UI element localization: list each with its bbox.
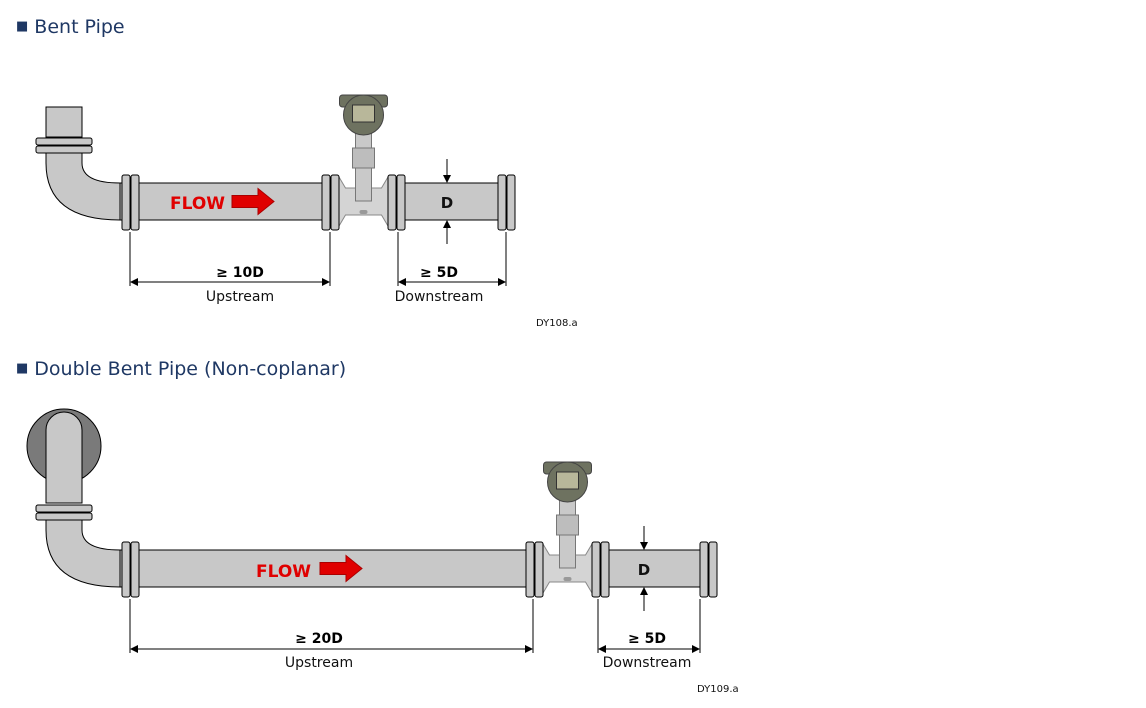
flange <box>699 541 718 598</box>
flange <box>591 541 610 598</box>
transmitter <box>543 461 592 581</box>
vertical-pipe <box>45 411 83 504</box>
double-bent-pipe-diagram <box>26 408 718 653</box>
lcd-display <box>352 104 375 123</box>
transmitter <box>339 94 388 214</box>
upstream-distance: ≥ 20D <box>295 631 343 647</box>
flow-arrow-icon <box>319 554 363 583</box>
upstream-dimension <box>129 599 534 653</box>
elbow <box>45 519 121 588</box>
upstream-distance: ≥ 10D <box>216 265 264 281</box>
flange <box>121 174 140 231</box>
upstream-label: Upstream <box>285 655 353 671</box>
flange <box>321 174 340 231</box>
flow-label: FLOW <box>256 562 311 582</box>
lcd-display <box>556 471 579 490</box>
flange <box>525 541 544 598</box>
downstream-dimension <box>597 599 701 653</box>
bullet-icon: ■ <box>16 19 29 34</box>
diameter-label: D <box>441 194 453 212</box>
downstream-pipe <box>608 549 701 588</box>
flange <box>387 174 406 231</box>
downstream-label: Downstream <box>395 289 484 305</box>
bent-pipe-diagram <box>35 94 516 286</box>
figure-code: DY109.a <box>697 684 739 695</box>
figure-code: DY108.a <box>536 318 578 329</box>
flange <box>497 174 516 231</box>
downstream-distance: ≥ 5D <box>628 631 666 647</box>
elbow-flange <box>35 504 93 521</box>
downstream-dimension <box>397 232 507 286</box>
section-title-double-bent-pipe: ■ Double Bent Pipe (Non-coplanar) <box>16 358 346 380</box>
flange <box>121 541 140 598</box>
elbow <box>45 152 121 221</box>
downstream-label: Downstream <box>603 655 692 671</box>
vertical-pipe <box>45 106 83 138</box>
downstream-pipe <box>404 182 499 221</box>
bullet-icon: ■ <box>16 361 29 376</box>
elbow-flange <box>35 137 93 154</box>
downstream-distance: ≥ 5D <box>420 265 458 281</box>
upstream-label: Upstream <box>206 289 274 305</box>
title-text: Double Bent Pipe (Non-coplanar) <box>34 358 347 380</box>
flow-arrow-icon <box>231 187 275 216</box>
diameter-label: D <box>638 561 650 579</box>
upstream-dimension <box>129 232 331 286</box>
flow-label: FLOW <box>170 194 225 214</box>
section-title-bent-pipe: ■ Bent Pipe <box>16 16 125 38</box>
title-text: Bent Pipe <box>34 16 125 38</box>
